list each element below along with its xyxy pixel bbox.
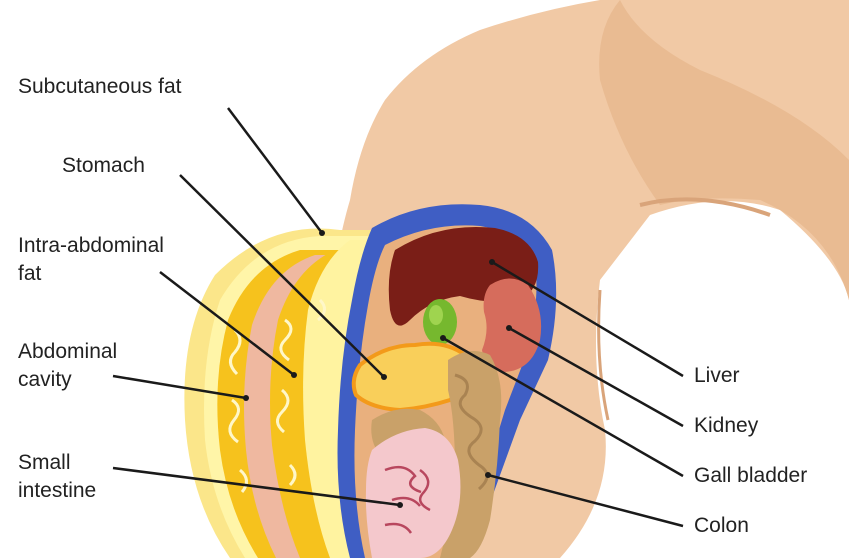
label-gall-bladder: Gall bladder [694, 462, 807, 490]
flank-crease [599, 290, 608, 420]
label-liver: Liver [694, 362, 740, 390]
label-colon: Colon [694, 512, 749, 540]
small-intestine [366, 428, 461, 558]
gall-bladder-highlight [429, 305, 443, 325]
label-intra-abdominal-fat: Intra-abdominal fat [18, 232, 164, 287]
label-kidney: Kidney [694, 412, 758, 440]
label-abdominal-cavity: Abdominal cavity [18, 338, 117, 393]
label-subcutaneous-fat: Subcutaneous fat [18, 73, 181, 101]
label-small-intestine: Small intestine [18, 449, 96, 504]
label-stomach: Stomach [62, 152, 145, 180]
